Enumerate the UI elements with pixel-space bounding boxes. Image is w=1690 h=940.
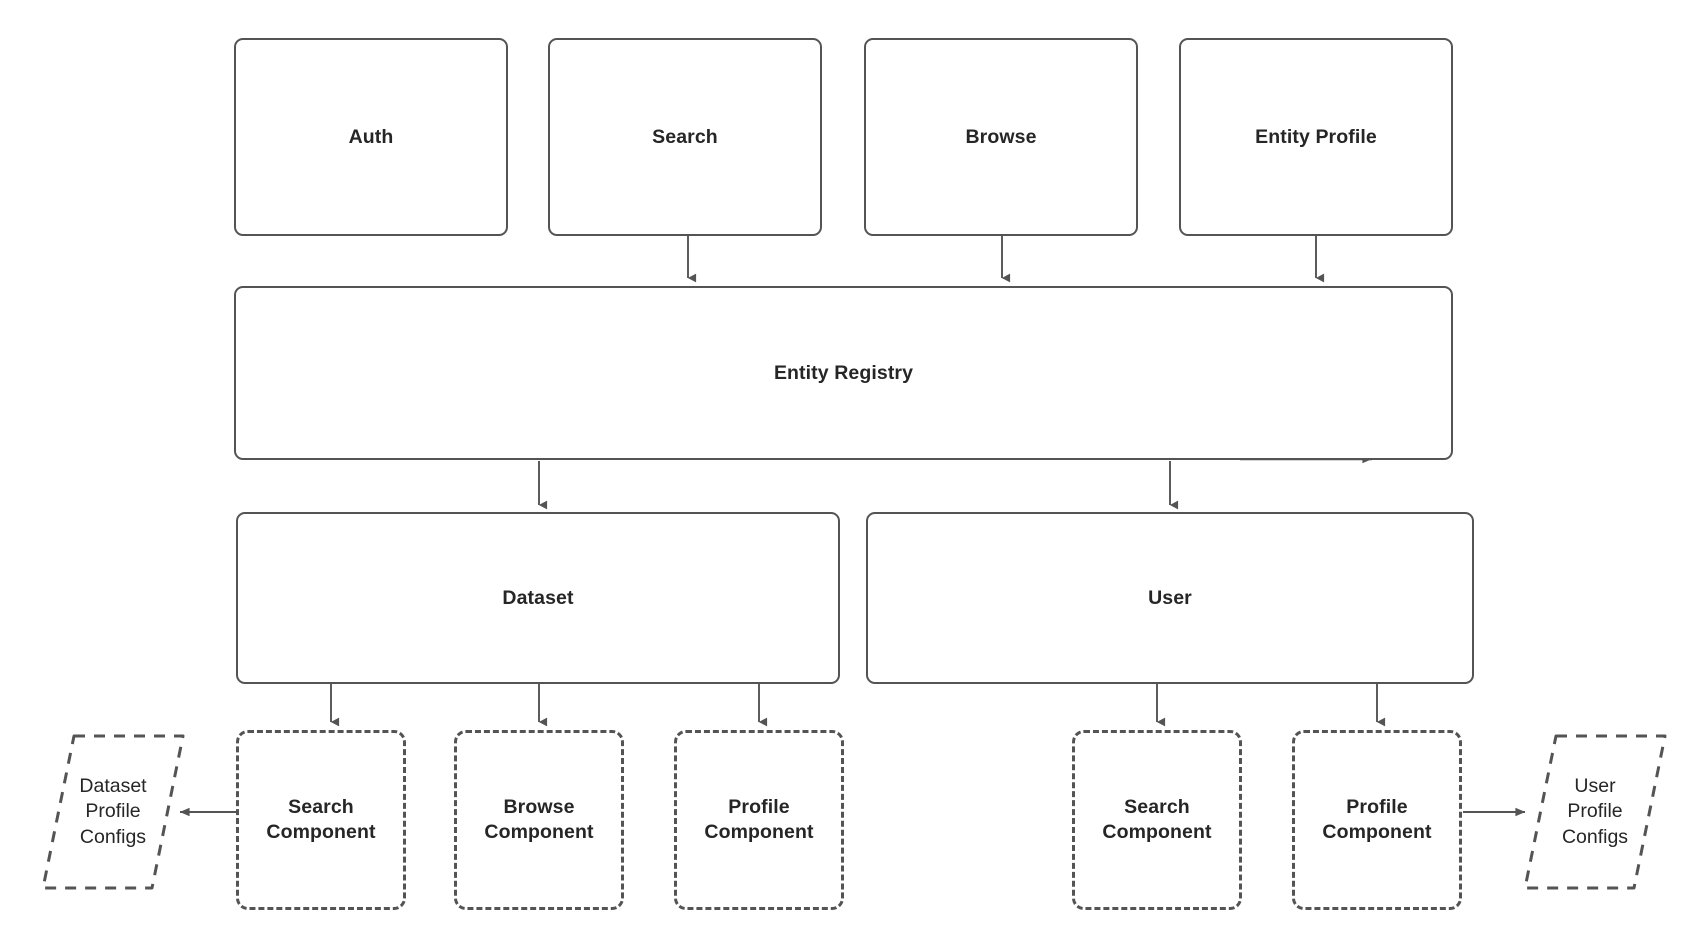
node-auth-label: Auth [348, 125, 394, 148]
node-dataset-browse-component[interactable]: Browse Component [454, 730, 624, 910]
node-search[interactable]: Search [548, 38, 822, 236]
node-auth[interactable]: Auth [234, 38, 508, 236]
user-profile-configs-shape [1523, 734, 1667, 890]
node-dataset-browse-component-label: Browse Component [484, 796, 594, 843]
node-user-label: User [1148, 586, 1192, 609]
node-search-label: Search [652, 125, 718, 148]
node-entity-registry-label: Entity Registry [773, 361, 914, 384]
node-dataset-profile-component-label: Profile Component [704, 796, 814, 843]
node-browse-label: Browse [965, 125, 1037, 148]
node-user-profile-configs[interactable]: User Profile Configs [1522, 733, 1668, 891]
node-user[interactable]: User [866, 512, 1474, 684]
node-dataset-profile-configs[interactable]: Dataset Profile Configs [40, 733, 186, 891]
node-dataset-profile-configs-label: Dataset Profile Configs [79, 774, 147, 848]
node-user-profile-configs-label: User Profile Configs [1561, 774, 1629, 848]
node-user-profile-component[interactable]: Profile Component [1292, 730, 1462, 910]
node-dataset-search-component[interactable]: Search Component [236, 730, 406, 910]
node-entity-profile[interactable]: Entity Profile [1179, 38, 1453, 236]
node-dataset-search-component-label: Search Component [266, 796, 376, 843]
node-dataset-label: Dataset [502, 586, 574, 609]
node-user-profile-component-label: Profile Component [1322, 796, 1432, 843]
node-user-search-component[interactable]: Search Component [1072, 730, 1242, 910]
node-entity-profile-label: Entity Profile [1255, 125, 1377, 148]
node-user-search-component-label: Search Component [1102, 796, 1212, 843]
node-dataset-profile-component[interactable]: Profile Component [674, 730, 844, 910]
dataset-profile-configs-shape [41, 734, 185, 890]
node-dataset[interactable]: Dataset [236, 512, 840, 684]
node-entity-registry[interactable]: Entity Registry [234, 286, 1453, 460]
node-browse[interactable]: Browse [864, 38, 1138, 236]
